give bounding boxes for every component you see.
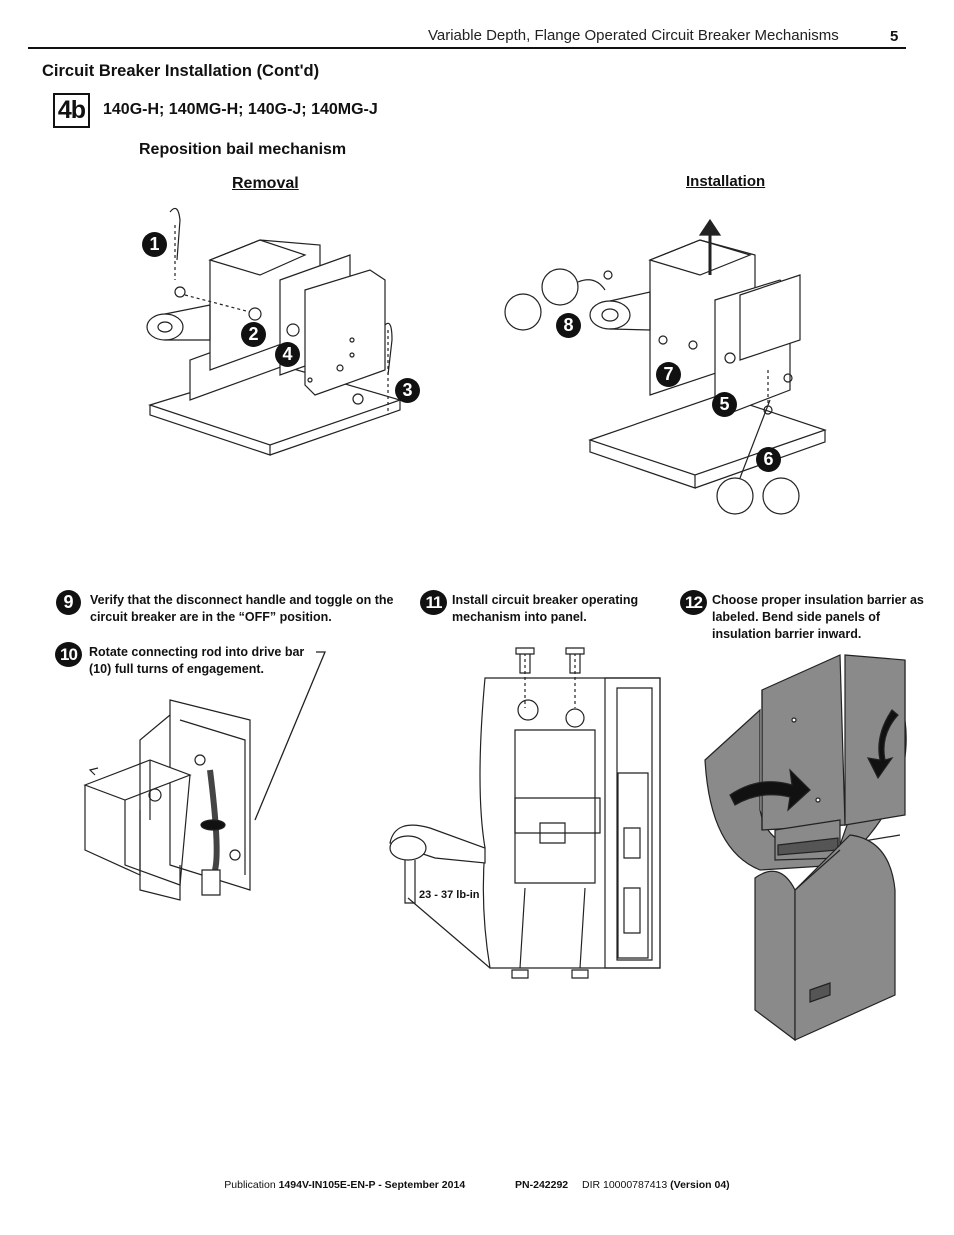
torque-label: 23 - 37 lb-in [419, 889, 480, 901]
page-number: 5 [890, 28, 899, 45]
step-9-text: Verify that the disconnect handle and to… [90, 593, 394, 624]
step-12-badge: 12 [680, 590, 707, 615]
step-id-box: 4b [53, 93, 90, 128]
removal-illustration [146, 207, 402, 456]
footer-version: (Version 04) [670, 1179, 730, 1191]
removal-heading: Removal [232, 175, 299, 192]
step-11-illustration [389, 647, 661, 979]
footer-publication-label: Publication [224, 1179, 276, 1191]
callout-6: 6 [756, 447, 781, 472]
callout-4: 4 [275, 342, 300, 367]
header-rule [28, 47, 906, 49]
installation-heading: Installation [686, 173, 766, 190]
callout-3: 3 [395, 378, 420, 403]
step-11-text: Install circuit breaker operating mechan… [452, 593, 639, 624]
callout-1: 1 [142, 232, 167, 257]
step-9-badge: 9 [56, 590, 81, 615]
step-12-text: Choose proper insulation barrier as labe… [712, 593, 924, 641]
callout-7: 7 [656, 362, 681, 387]
step-10-badge: 10 [55, 642, 82, 667]
section-title: Circuit Breaker Installation (Cont'd) [42, 62, 320, 80]
step-10-illustration [83, 651, 326, 901]
callout-8: 8 [556, 313, 581, 338]
step-11-badge: 11 [420, 590, 447, 615]
step-12-illustration [704, 654, 907, 1042]
callout-2: 2 [241, 322, 266, 347]
step-10-text: Rotate connecting rod into drive bar (10… [89, 645, 305, 676]
footer-part-number: PN-242292 [515, 1179, 569, 1191]
installation-illustration [504, 218, 827, 515]
header-title: Variable Depth, Flange Operated Circuit … [428, 27, 839, 44]
callout-5: 5 [712, 392, 737, 417]
footer-publication-id: 1494V-IN105E-EN-P - September 2014 [278, 1179, 466, 1191]
model-list: 140G-H; 140MG-H; 140G-J; 140MG-J [103, 101, 378, 118]
subheading: Reposition bail mechanism [139, 141, 347, 158]
footer-dir: DIR 10000787413 [581, 1179, 668, 1191]
footer: Publication 1494V-IN105E-EN-P - Septembe… [0, 1179, 954, 1191]
